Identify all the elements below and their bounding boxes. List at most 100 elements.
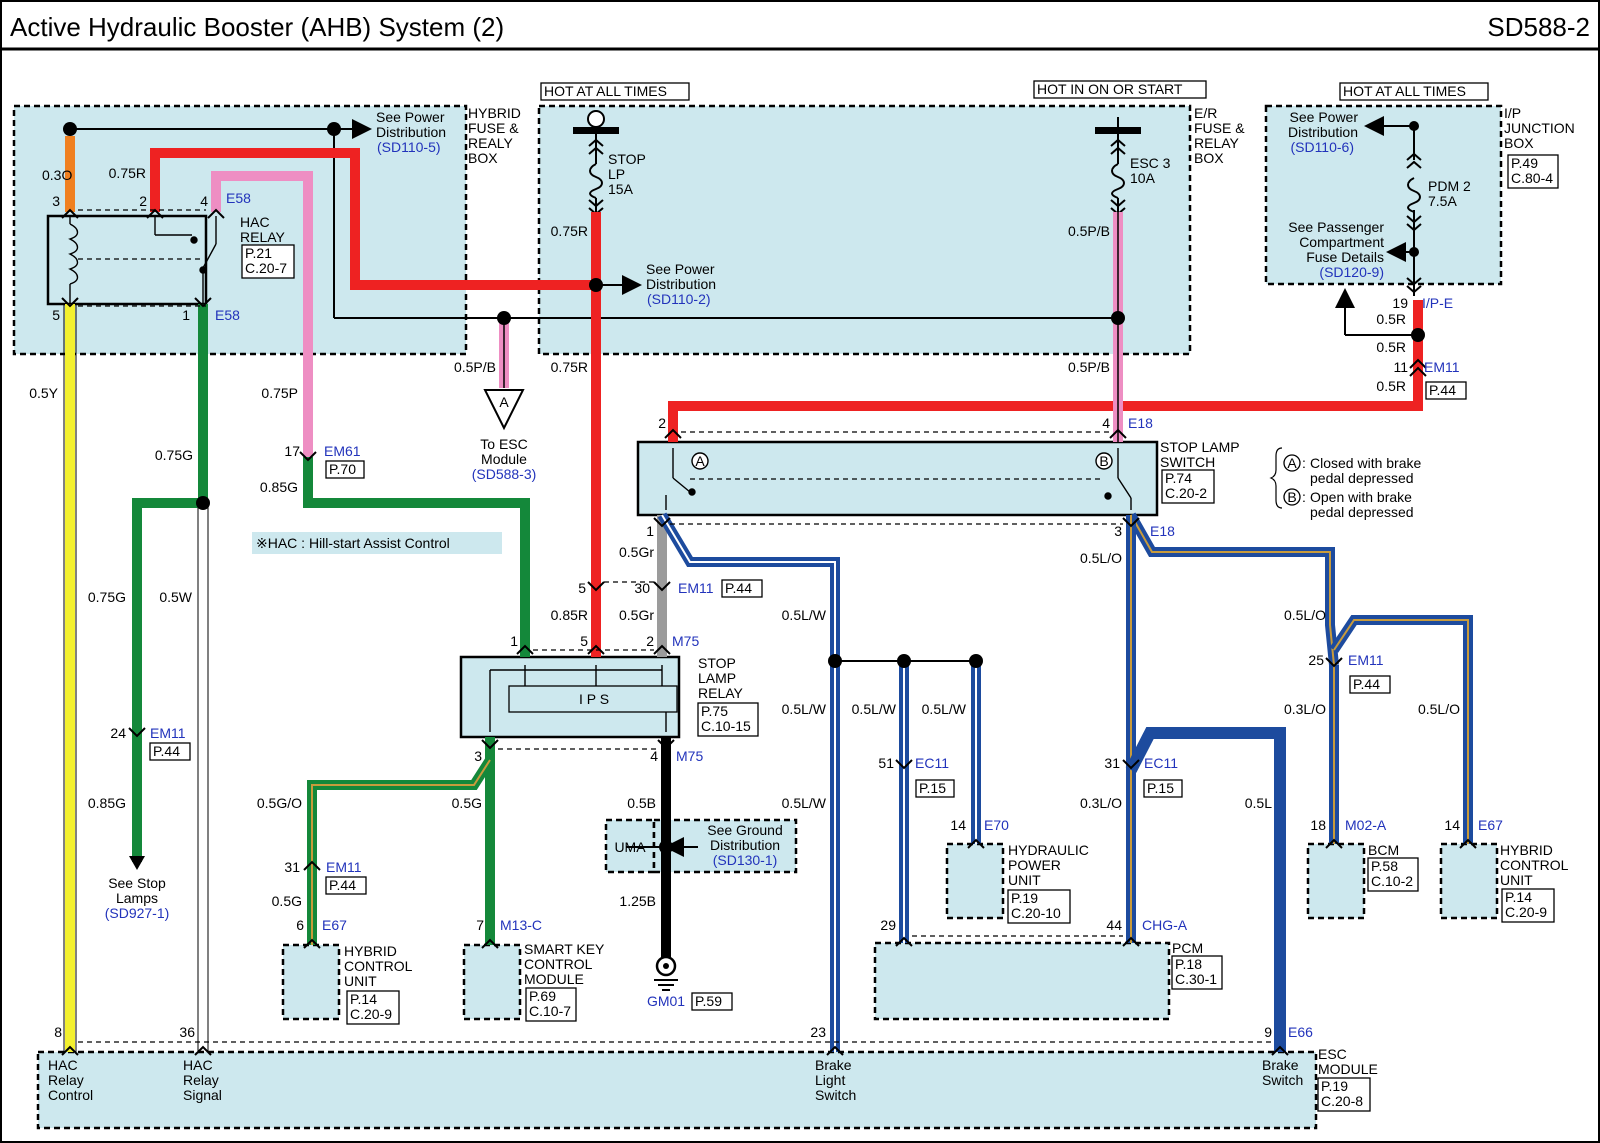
wire-label-w075g-a: 0.75G bbox=[155, 447, 193, 463]
bcm-ref-line-1: P.58 bbox=[1371, 858, 1398, 874]
esc-pin-hac-control-line-1: HAC bbox=[48, 1057, 78, 1073]
bcm-box bbox=[1306, 842, 1366, 920]
stop-lamp-switch-ref-line-1: P.74 bbox=[1165, 470, 1192, 486]
stop-lamps-arrow-icon bbox=[129, 856, 145, 870]
pin-hac2: 2 bbox=[139, 193, 147, 209]
stop-lamp-relay-label-line-2: LAMP bbox=[698, 670, 736, 686]
page-ref-p44e: P.44 bbox=[1429, 382, 1456, 398]
connector-em11a: EM11 bbox=[678, 580, 714, 596]
connector-e18b: E18 bbox=[1150, 523, 1175, 539]
smart-key-label-line-2: CONTROL bbox=[524, 956, 593, 972]
pin-m02a: 18 bbox=[1310, 817, 1326, 833]
pin-sls3: 3 bbox=[1114, 523, 1122, 539]
note-a-symbol: A bbox=[695, 453, 705, 469]
smart-key-ref-line-1: P.69 bbox=[529, 988, 556, 1004]
wire-label-w05lw-a: 0.5L/W bbox=[782, 607, 827, 623]
see-power-1-ref: (SD110-5) bbox=[377, 139, 441, 155]
pin-em11-24: 24 bbox=[110, 725, 126, 741]
esc-pin-brake-light-line-3: Switch bbox=[815, 1087, 856, 1103]
stop-lamp-switch-ref-line-2: C.20-2 bbox=[1165, 485, 1207, 501]
er-fuse-box-label-line-1: E/R bbox=[1194, 105, 1217, 121]
hcu-left-ref-line-2: C.20-9 bbox=[350, 1006, 392, 1022]
hot-at-all-times-label-2-frame bbox=[1339, 82, 1489, 101]
pin-esc8: 8 bbox=[54, 1024, 62, 1040]
hpu-ref-frame bbox=[1007, 889, 1071, 924]
pin-esc23: 23 bbox=[810, 1024, 826, 1040]
hpu-label-line-1: HYDRAULIC bbox=[1008, 842, 1089, 858]
pin-m13c: 7 bbox=[476, 917, 484, 933]
fuse-pdm2-label-line-2: 7.5A bbox=[1428, 193, 1457, 209]
stop-lamp-switch-label-line-1: STOP LAMP bbox=[1160, 439, 1240, 455]
wire-label-w075r-c: 0.75R bbox=[551, 359, 588, 375]
hot-in-on-or-start-label: HOT IN ON OR START bbox=[1037, 81, 1183, 97]
wire-label-w05w: 0.5W bbox=[159, 589, 192, 605]
esc-module-box bbox=[36, 1050, 1318, 1130]
hac-relay bbox=[46, 214, 208, 306]
connector-e18a: E18 bbox=[1128, 415, 1153, 431]
stop-lamp-relay-label-line-1: STOP bbox=[698, 655, 736, 671]
hcu-right-ref-frame bbox=[1501, 888, 1555, 923]
see-power-1-line-2: Distribution bbox=[376, 124, 446, 140]
smart-key-label-line-1: SMART KEY bbox=[524, 941, 605, 957]
hcu-right-ref-line-1: P.14 bbox=[1505, 889, 1532, 905]
legend-a-symbol: A bbox=[1287, 455, 1297, 471]
legend-b-symbol: B bbox=[1287, 489, 1296, 505]
wire-label-w05b: 0.5B bbox=[627, 795, 656, 811]
hybrid-fuse-box-label-line-2: FUSE & bbox=[468, 120, 519, 136]
stop-lamp-switch-ref-frame bbox=[1161, 469, 1215, 504]
hcu-left-label-line-3: UNIT bbox=[344, 973, 377, 989]
page-ref-p44a-frame bbox=[721, 579, 763, 598]
hcu-left-ref-frame bbox=[346, 990, 400, 1025]
pin-hac3: 3 bbox=[52, 193, 60, 209]
wire-label-w05r-a: 0.5R bbox=[1376, 311, 1406, 327]
pcm-ref-frame bbox=[1171, 955, 1223, 990]
pin-slr4: 4 bbox=[650, 748, 658, 764]
legend-b-circle bbox=[1283, 488, 1301, 506]
page-ref-p15b-frame bbox=[1143, 779, 1183, 798]
wire-label-w05y: 0.5Y bbox=[29, 385, 58, 401]
see-ground-ref: (SD130-1) bbox=[713, 852, 778, 868]
pin-hac4: 4 bbox=[200, 193, 208, 209]
pin-slr1: 1 bbox=[510, 633, 518, 649]
ips-label: I P S bbox=[579, 691, 609, 707]
bcm-ref-line-2: C.10-2 bbox=[1371, 873, 1413, 889]
hac-relay-ref-frame bbox=[241, 244, 295, 279]
wire-label-w03lo-a: 0.3L/O bbox=[1284, 701, 1326, 717]
esc-pin-brake-light-line-1: Brake bbox=[815, 1057, 852, 1073]
connector-e67b: E67 bbox=[1478, 817, 1503, 833]
esc-module-ref-frame bbox=[1317, 1077, 1371, 1112]
connector-ec11a: EC11 bbox=[915, 755, 949, 771]
page-title: Active Hydraulic Booster (AHB) System (2… bbox=[10, 12, 504, 42]
see-passenger-ref: (SD120-9) bbox=[1319, 264, 1384, 280]
hybrid-fuse-box-label-line-4: BOX bbox=[468, 150, 498, 166]
pin-e67l: 6 bbox=[296, 917, 304, 933]
connector-e67a: E67 bbox=[322, 917, 347, 933]
pin-em11-11: 11 bbox=[1393, 359, 1408, 375]
see-stop-ref: (SD927-1) bbox=[105, 905, 170, 921]
fuse-esc3-label-line-1: ESC 3 bbox=[1130, 155, 1171, 171]
esc-pin-brake-switch-line-1: Brake bbox=[1262, 1057, 1299, 1073]
hot-at-all-times-label-1-frame bbox=[540, 82, 690, 101]
er-fuse-box-label-line-2: FUSE & bbox=[1194, 120, 1245, 136]
ip-junction-ref-line-2: C.80-4 bbox=[1511, 170, 1553, 186]
pin-sls1: 1 bbox=[646, 523, 654, 539]
page-ref-p15b: P.15 bbox=[1147, 780, 1174, 796]
stop-lamp-relay-ref-line-1: P.75 bbox=[701, 703, 728, 719]
connector-em11c: EM11 bbox=[326, 859, 362, 875]
thin-wires bbox=[70, 116, 1415, 857]
smart-key-ref-line-2: C.10-7 bbox=[529, 1003, 571, 1019]
ip-junction-box-label-line-1: I/P bbox=[1504, 105, 1521, 121]
connector-gm01: GM01 bbox=[647, 993, 685, 1009]
pin-pcm29: 29 bbox=[880, 917, 896, 933]
pin-sls4: 4 bbox=[1102, 415, 1110, 431]
esc-pin-brake-light-line-2: Light bbox=[815, 1072, 845, 1088]
esc-pin-hac-signal-line-3: Signal bbox=[183, 1087, 222, 1103]
page-ref-p44d-frame bbox=[1349, 675, 1391, 694]
see-ground-line-1: See Ground bbox=[707, 822, 783, 838]
connector-em11d: EM11 bbox=[1348, 652, 1384, 668]
pin-em61: 17 bbox=[284, 443, 300, 459]
hcu-right-box bbox=[1439, 842, 1499, 920]
wire-label-w085r: 0.85R bbox=[551, 607, 588, 623]
see-power-3-line-2: Distribution bbox=[1288, 124, 1358, 140]
esc-pin-hac-control-line-2: Relay bbox=[48, 1072, 84, 1088]
